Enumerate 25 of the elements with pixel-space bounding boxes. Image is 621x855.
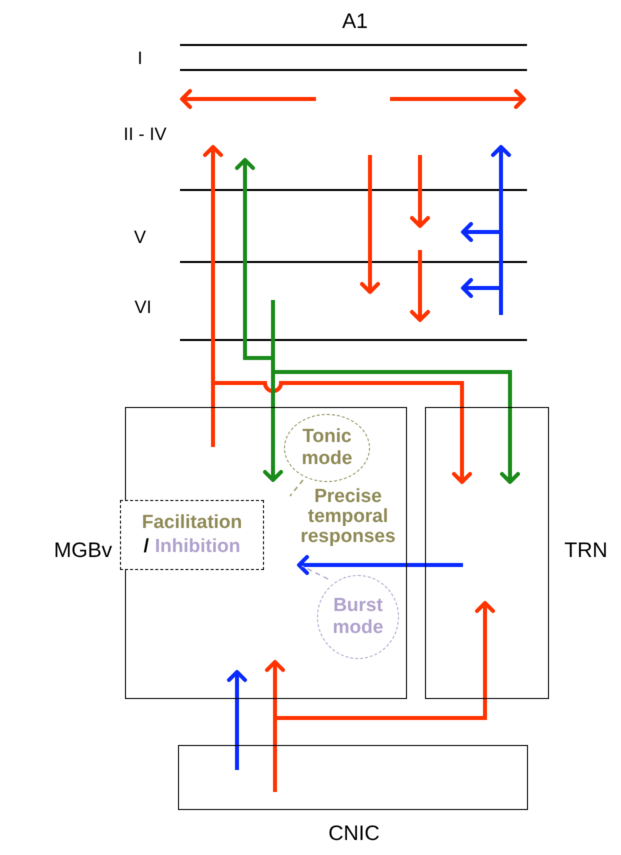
arrow [273,601,495,792]
bubble-text: Burst mode [332,595,384,639]
effect-label: Inhibition [154,535,240,559]
region-label: TRN [563,539,609,563]
arrow [263,300,283,482]
arrow [273,370,520,484]
thought-bubble [284,414,370,482]
area-label: A1 [341,10,369,34]
layer-label: II - IV [122,124,168,145]
thought-bubble [317,575,399,659]
slash-separator: / [144,535,149,559]
bubble-tail [302,565,328,580]
bubble-text: Tonic mode [300,426,354,470]
region-label: CNIC [327,822,381,846]
bubble-tail [289,480,304,496]
arrow [211,381,472,484]
layer-label: I [136,48,144,69]
region-label: MGBv [52,539,114,563]
effect-label: Facilitation [140,511,244,535]
arrow [297,555,463,575]
response-text: Precise temporal responses [289,487,407,567]
arrow [227,670,247,770]
layer-label: V [132,227,147,248]
layer-label: VI [133,297,152,318]
arrow [203,145,223,447]
